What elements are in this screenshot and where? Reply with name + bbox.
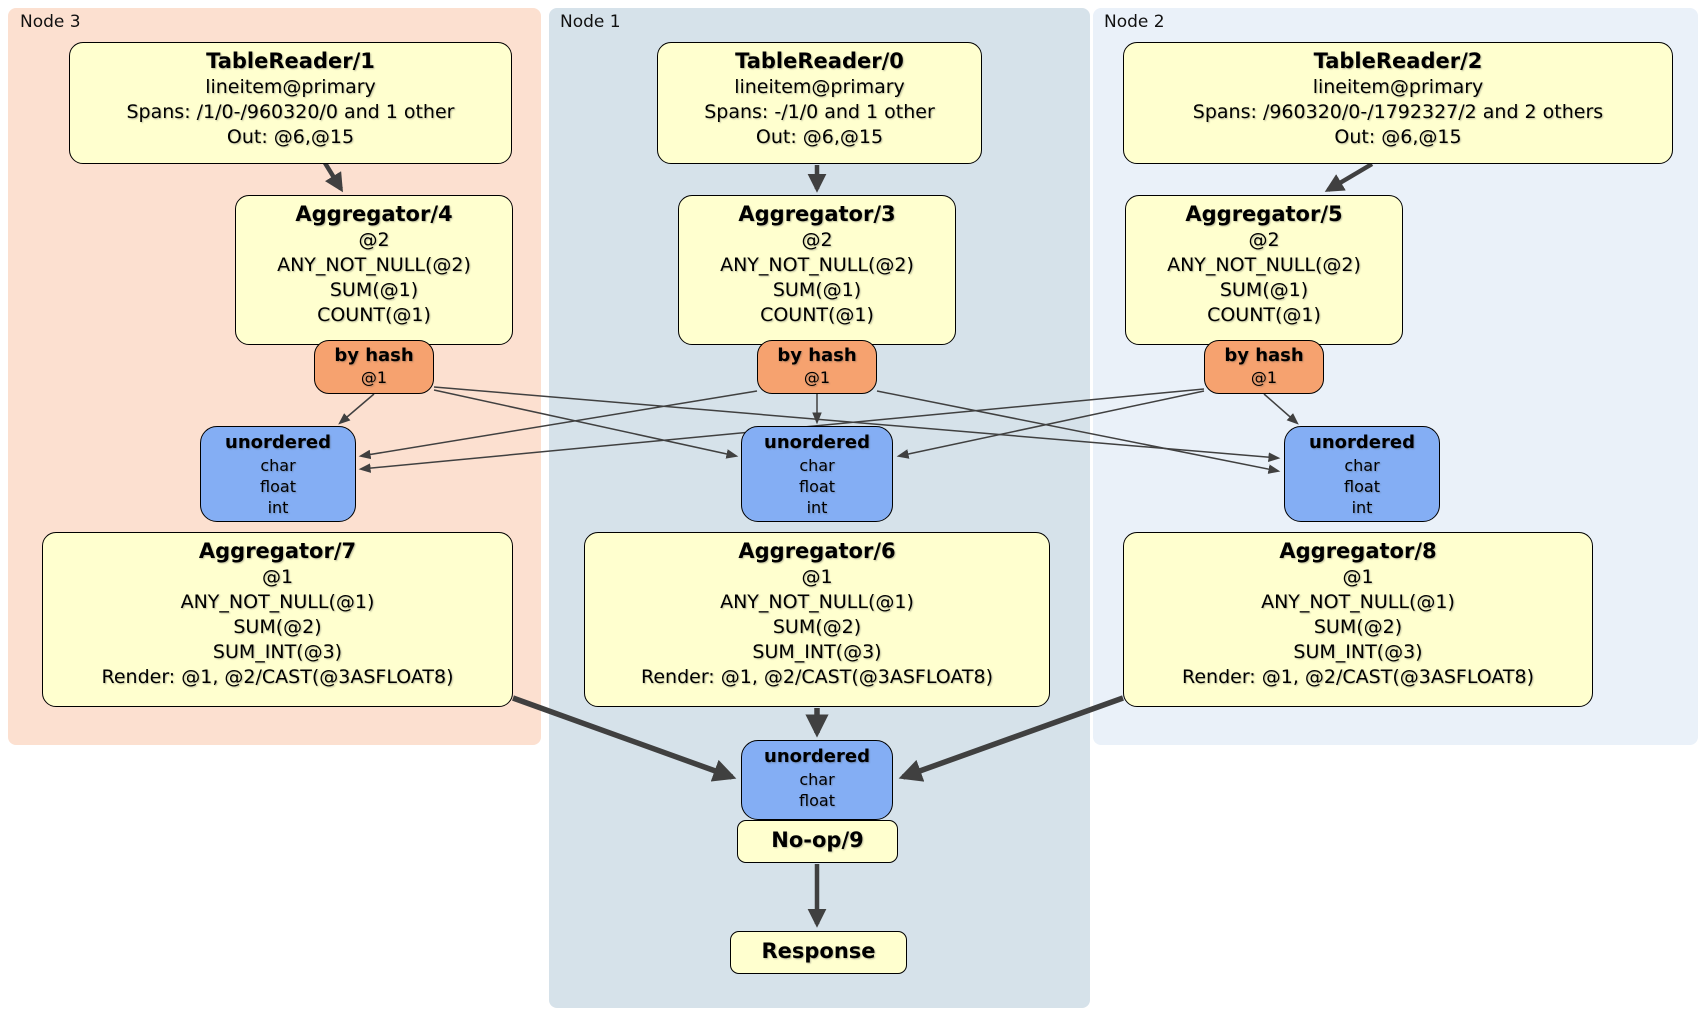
hash-router-node3: by hash @1 <box>314 340 434 394</box>
aggregator-3-node: Aggregator/3 @2 ANY_NOT_NULL(@2) SUM(@1)… <box>678 195 956 345</box>
node1-region-label: Node 1 <box>560 12 621 32</box>
response-node: Response <box>730 931 907 974</box>
node-title: TableReader/1 <box>206 49 375 73</box>
node2-region-label: Node 2 <box>1104 12 1165 32</box>
unordered-sync-node1: unordered char float int <box>741 426 893 522</box>
hash-router-node1: by hash @1 <box>757 340 877 394</box>
aggregator-5-node: Aggregator/5 @2 ANY_NOT_NULL(@2) SUM(@1)… <box>1125 195 1403 345</box>
unordered-sync-node3: unordered char float int <box>200 426 356 522</box>
aggregator-6-node: Aggregator/6 @1 ANY_NOT_NULL(@1) SUM(@2)… <box>584 532 1050 707</box>
unordered-sync-final: unordered char float <box>741 740 893 820</box>
tablereader-1-node: TableReader/1 lineitem@primary Spans: /1… <box>69 42 512 164</box>
aggregator-7-node: Aggregator/7 @1 ANY_NOT_NULL(@1) SUM(@2)… <box>42 532 513 707</box>
tablereader-0-node: TableReader/0 lineitem@primary Spans: -/… <box>657 42 982 164</box>
aggregator-8-node: Aggregator/8 @1 ANY_NOT_NULL(@1) SUM(@2)… <box>1123 532 1593 707</box>
noop-9-node: No-op/9 <box>737 820 898 863</box>
hash-router-node2: by hash @1 <box>1204 340 1324 394</box>
aggregator-4-node: Aggregator/4 @2 ANY_NOT_NULL(@2) SUM(@1)… <box>235 195 513 345</box>
unordered-sync-node2: unordered char float int <box>1284 426 1440 522</box>
node3-region-label: Node 3 <box>20 12 81 32</box>
tablereader-2-node: TableReader/2 lineitem@primary Spans: /9… <box>1123 42 1673 164</box>
